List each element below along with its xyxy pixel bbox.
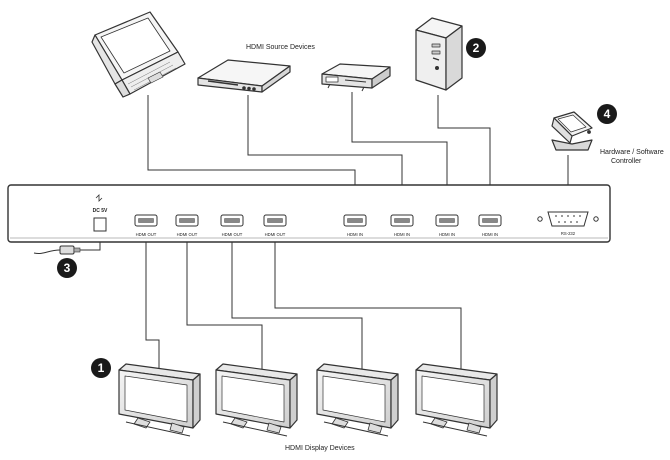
hdmi-out-port-label: HDMI OUT (136, 232, 157, 237)
hdmi-in-port-label: HDMI IN (439, 232, 455, 237)
callout-badge-sources: 2 (466, 38, 486, 58)
hdmi-in-port-label: HDMI IN (482, 232, 498, 237)
hdmi-out-port-label: HDMI OUT (265, 232, 286, 237)
hdmi-out-port-label: HDMI OUT (222, 232, 243, 237)
hdmi-in-port[interactable] (478, 214, 502, 227)
rs232-port-label: RS-232 (561, 231, 576, 236)
display-monitor-icon (415, 363, 498, 437)
media-player-icon (197, 59, 291, 93)
media-player-icon (321, 63, 391, 92)
hdmi-out-port[interactable] (220, 214, 244, 227)
controller-label-line1: Hardware / Software (600, 149, 664, 156)
power-jack[interactable] (93, 194, 107, 232)
hdmi-in-port[interactable] (343, 214, 367, 227)
hdmi-out-port[interactable] (263, 214, 287, 227)
display-devices-label: HDMI Display Devices (285, 445, 355, 452)
laptop-icon (91, 11, 186, 98)
power-label: DC 5V (93, 208, 108, 214)
hdmi-in-port[interactable] (435, 214, 459, 227)
callout-badge-controller: 4 (597, 104, 617, 124)
hdmi-in-port[interactable] (390, 214, 414, 227)
line-out4-to-display4 (274, 232, 462, 370)
port-labels: HDMI OUT HDMI OUT HDMI OUT HDMI OUT HDMI IN H… (136, 231, 576, 237)
power-plug (59, 245, 81, 255)
line-pc-to-in4 (437, 95, 491, 215)
touch-panel-controller-icon (551, 111, 593, 151)
hdmi-in-ports (343, 214, 502, 227)
line-out2-to-display2 (186, 232, 263, 370)
display-monitor-icon (118, 363, 201, 437)
source-devices-label: HDMI Source Devices (246, 44, 315, 51)
hdmi-in-port-label: HDMI IN (394, 232, 410, 237)
line-out1-to-display1 (145, 232, 160, 370)
controller-label-line2: Controller (611, 158, 642, 165)
hdmi-out-port-label: HDMI OUT (177, 232, 198, 237)
hdmi-out-ports (134, 214, 287, 227)
hdmi-out-port[interactable] (134, 214, 158, 227)
line-player2-to-in3 (351, 92, 448, 215)
callout-badge-power: 3 (57, 258, 77, 278)
callout-badge-displays: 1 (91, 358, 111, 378)
desktop-pc-icon (415, 17, 463, 91)
hdmi-out-port[interactable] (175, 214, 199, 227)
rs232-port[interactable] (537, 211, 599, 227)
display-monitor-icon (316, 363, 399, 437)
line-out3-to-display3 (231, 232, 363, 370)
switch-box (7, 184, 611, 243)
display-monitor-icon (215, 363, 298, 437)
hdmi-in-port-label: HDMI IN (347, 232, 363, 237)
